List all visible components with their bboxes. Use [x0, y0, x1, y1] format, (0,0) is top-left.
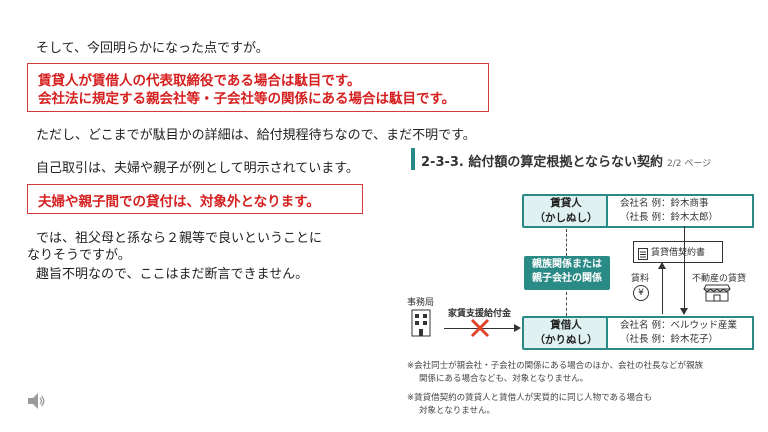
relation-dash-bottom — [566, 292, 567, 316]
contract-label: 賃貸借契約書 — [651, 248, 706, 258]
relation-line-1: 親族関係または — [532, 259, 602, 270]
grandparent-text-2: なりそうですが。 — [27, 248, 131, 263]
intro-text: そして、今回明らかになった点ですが。 — [36, 41, 269, 56]
contract-box — [633, 241, 723, 263]
alert-box-2 — [27, 184, 363, 214]
note-2-line-2: 対象となりません。 — [419, 406, 495, 416]
section-page: 2/2 ページ — [667, 159, 712, 169]
lessor-title: 賃貸人 — [550, 197, 582, 209]
lessor-box: 賃貸人 （かしぬし） — [522, 194, 610, 228]
relation-box: 親族関係または 親子会社の関係 — [524, 256, 610, 290]
alert-line-1: 賃貸人が賃借人の代表取締役である場合は駄目です。 — [38, 73, 361, 89]
office-label: 事務局 — [407, 298, 435, 308]
section-accent-bar — [411, 148, 415, 170]
self-dealing-text: 自己取引は、夫婦や親子が例として明示されています。 — [36, 161, 359, 176]
alert-box-1 — [27, 63, 489, 112]
speaker-icon[interactable] — [25, 390, 47, 412]
lessee-info-box — [606, 316, 754, 350]
relation-line-2: 親子会社の関係 — [532, 273, 602, 284]
office-building-icon — [411, 309, 431, 337]
yen-coin-icon: ¥ — [633, 285, 649, 301]
lease-arrow-down — [684, 226, 685, 314]
lessee-company: 会社名 例：ベルウッド産業 — [620, 320, 738, 331]
alert-line-3: 夫婦や親子間での貸付は、対象外となります。 — [38, 194, 320, 210]
note-1-line-2: 関係にある場合なども、対象となりません。 — [419, 374, 589, 384]
unknown-text: 趣旨不明なので、ここはまだ断言できません。 — [36, 267, 309, 282]
rent-arrow-head — [658, 262, 666, 269]
cross-mark-icon — [470, 318, 490, 338]
lease-arrow-head — [680, 308, 688, 315]
rent-arrow-up — [662, 262, 663, 314]
lessor-info-box — [606, 194, 754, 228]
shop-icon — [703, 284, 731, 302]
note-2-line-1: ※賃貸借契約の賃貸人と賃借人が実質的に同じ人物である場合も — [407, 393, 653, 403]
property-label: 不動産の賃貸 — [692, 274, 747, 284]
note-1: ※会社同士が親会社・子会社の関係にある場合のほか、会社の社長などが親族 関係にあ… — [407, 360, 762, 386]
grandparent-text-1: では、祖父母と孫なら２親等で良いということに — [36, 231, 323, 246]
note-1-line-1: ※会社同士が親会社・子会社の関係にある場合のほか、会社の社長などが親族 — [407, 361, 703, 371]
note-2: ※賃貸借契約の賃貸人と賃借人が実質的に同じ人物である場合も 対象となりません。 — [407, 392, 762, 418]
contract-document-icon — [638, 245, 648, 260]
alert-line-2: 会社法に規定する親会社等・子会社等の関係にある場合は駄目です。 — [38, 91, 456, 107]
benefit-label: 家賃支援給付金 — [448, 309, 512, 319]
rent-label: 賃料 — [631, 274, 650, 284]
relation-dash-top — [566, 229, 567, 256]
lessee-box: 賃借人 （かりぬし） — [522, 316, 610, 350]
lessor-reading: （かしぬし） — [534, 212, 598, 224]
benefit-arrow-head — [514, 324, 521, 332]
lessee-title: 賃借人 — [550, 319, 582, 331]
lessee-president: （社長 例：鈴木花子） — [620, 334, 719, 345]
lessee-reading: （かりぬし） — [534, 334, 598, 346]
section-title: 2-3-3. 給付額の算定根拠とならない契約 — [421, 155, 664, 170]
lessor-president: （社長 例：鈴木太郎） — [620, 212, 719, 223]
detail-text: ただし、どこまでが駄目かの詳細は、給付規程待ちなので、まだ不明です。 — [36, 128, 476, 143]
lessor-company: 会社名 例：鈴木商事 — [620, 198, 709, 209]
